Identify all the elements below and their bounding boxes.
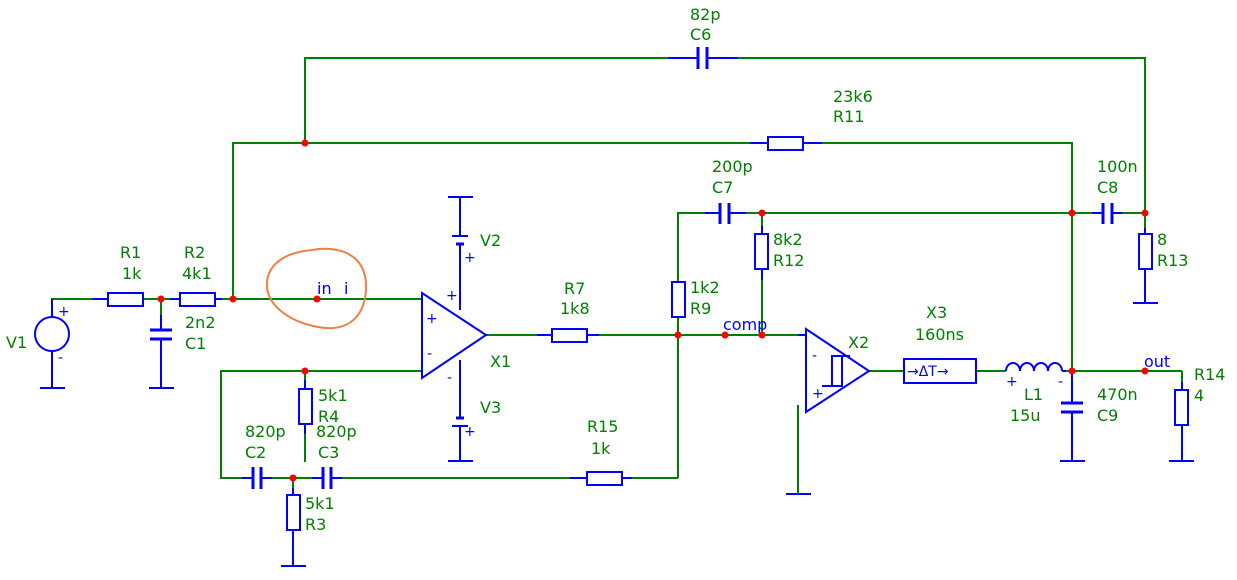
capacitor-c1	[149, 315, 174, 389]
r14-label: R14	[1194, 365, 1225, 384]
capacitor-c6	[668, 47, 738, 69]
resistor-r13	[1133, 228, 1158, 304]
r7-label: R7	[564, 279, 585, 298]
resistor-r9	[671, 281, 686, 318]
v1-minus-sign: -	[58, 350, 63, 366]
r15-value: 1k	[591, 439, 611, 458]
comparator-x2: - +	[798, 327, 871, 414]
r4-value: 5k1	[318, 386, 348, 405]
x2-label: X2	[848, 333, 869, 352]
r3-label: R3	[305, 515, 326, 534]
c9-value: 470n	[1097, 385, 1138, 404]
v2-plus-sign: +	[464, 250, 476, 266]
resistor-r15	[570, 471, 632, 486]
resistor-r14	[1169, 382, 1194, 462]
r2-value: 4k1	[182, 264, 212, 283]
l1-plus-sign: +	[1006, 374, 1018, 390]
c7-label: C7	[712, 178, 733, 197]
resistor-r7	[537, 328, 599, 343]
r12-label: R12	[773, 251, 804, 270]
resistor-r1	[92, 292, 144, 307]
voltage-source-v1: + -	[34, 299, 70, 389]
r12-value: 8k2	[773, 230, 803, 249]
c9-label: C9	[1097, 406, 1118, 425]
resistor-r2	[170, 292, 222, 307]
opamp-x1: + - + -	[421, 261, 488, 410]
c8-value: 100n	[1097, 157, 1138, 176]
x1-plus-input: +	[426, 311, 438, 327]
capacitor-c9	[1060, 371, 1085, 462]
x2-plus-input: +	[812, 386, 824, 402]
delay-block-x3: →ΔT→	[903, 358, 977, 384]
resistor-r4	[298, 380, 313, 434]
r3-value: 5k1	[305, 494, 335, 513]
highlight-annotation	[265, 247, 368, 330]
c1-value: 2n2	[185, 313, 216, 332]
r1-label: R1	[120, 243, 141, 262]
c6-label: C6	[690, 25, 711, 44]
r13-label: R13	[1157, 251, 1188, 270]
v3-label: V3	[480, 398, 501, 417]
r11-value: 23k6	[833, 87, 873, 106]
v1-plus-sign: +	[58, 304, 70, 320]
battery-v3: +	[448, 410, 476, 462]
c3-value: 820p	[316, 422, 357, 441]
resistor-r11	[750, 136, 822, 151]
x3-label: X3	[926, 303, 947, 322]
capacitor-c8	[1092, 203, 1122, 224]
r11-label: R11	[833, 107, 864, 126]
x3-delay-symbol: →ΔT→	[907, 364, 949, 380]
l1-label: L1	[1024, 385, 1043, 404]
x2-minus-input: -	[812, 348, 817, 364]
net-label-in: in	[317, 279, 332, 298]
r9-label: R9	[690, 299, 711, 318]
capacitor-c7	[705, 203, 746, 224]
junction-dots	[157, 139, 1149, 482]
c3-label: C3	[318, 443, 339, 462]
v1-label: V1	[6, 333, 27, 352]
resistor-r12	[754, 226, 769, 280]
x3-value: 160ns	[915, 325, 964, 344]
net-label-comp: comp	[723, 315, 767, 334]
x1-minus-input: -	[427, 346, 432, 362]
net-label-out: out	[1144, 352, 1170, 371]
c1-label: C1	[185, 334, 206, 353]
capacitor-c2	[242, 467, 272, 489]
r2-label: R2	[184, 243, 205, 262]
net-label-i: i	[344, 279, 348, 298]
c2-label: C2	[245, 443, 266, 462]
x1-label: X1	[490, 352, 511, 371]
r4-label: R4	[318, 407, 339, 426]
r9-value: 1k2	[690, 278, 720, 297]
resistor-r3	[281, 488, 306, 567]
c2-value: 820p	[245, 422, 286, 441]
x1-supply-minus: -	[447, 370, 452, 386]
c7-value: 200p	[712, 157, 753, 176]
l1-value: 15u	[1010, 406, 1041, 425]
c6-value: 82p	[690, 5, 721, 24]
wires	[51, 57, 1183, 488]
v3-plus-sign: +	[464, 424, 476, 440]
capacitor-c3	[312, 467, 342, 489]
x1-supply-plus: +	[446, 288, 458, 304]
l1-minus-sign: -	[1058, 374, 1063, 390]
r15-label: R15	[587, 417, 618, 436]
r1-value: 1k	[122, 264, 142, 283]
r14-value: 4	[1194, 386, 1204, 405]
inductor-l1: + -	[1005, 362, 1066, 390]
c8-label: C8	[1097, 178, 1118, 197]
r7-value: 1k8	[560, 299, 590, 318]
battery-v2: +	[448, 196, 476, 266]
v2-label: V2	[480, 231, 501, 250]
r13-value: 8	[1157, 230, 1167, 249]
